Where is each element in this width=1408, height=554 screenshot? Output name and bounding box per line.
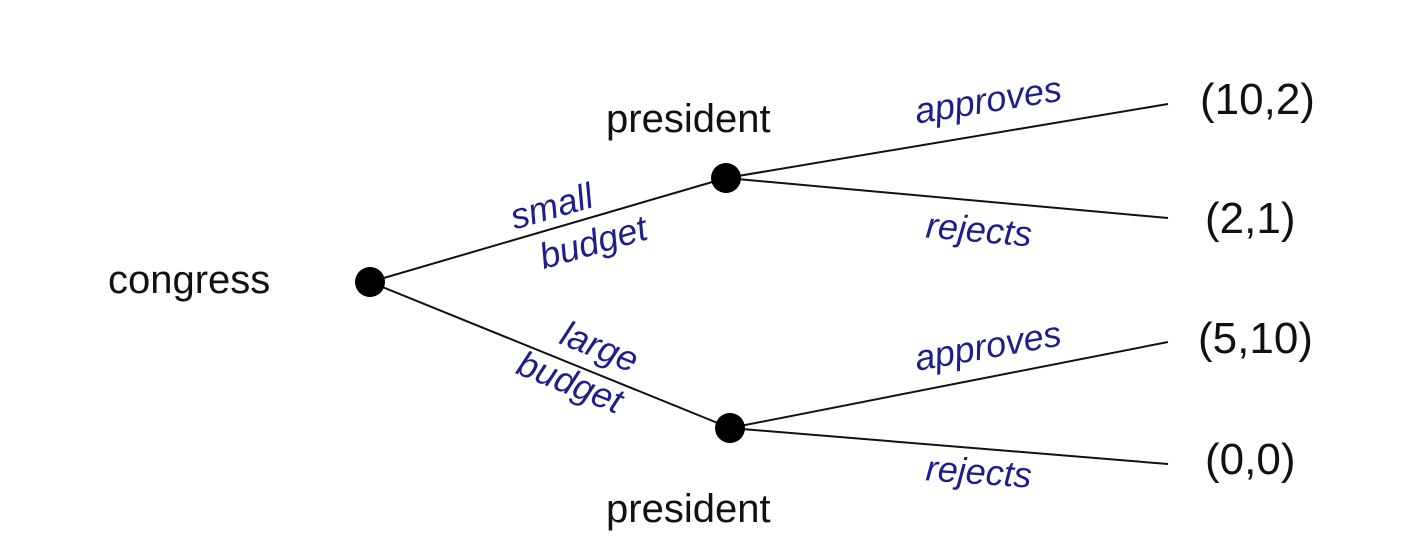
edge-large-budget	[369, 281, 731, 429]
root-node	[355, 267, 385, 297]
lower-node-label: president	[606, 487, 771, 531]
payoff-lower-approves: (5,10)	[1198, 314, 1313, 363]
upper-node-label: president	[606, 97, 771, 141]
edge-upper-rejects	[725, 177, 1169, 219]
edge-lower-approves	[729, 341, 1169, 429]
upper-approves-label: approves	[912, 68, 1065, 132]
lower-rejects-label: rejects	[925, 447, 1034, 495]
upper-president-node	[711, 163, 741, 193]
upper-rejects-label: rejects	[924, 205, 1033, 255]
payoff-upper-rejects: (2,1)	[1205, 194, 1295, 243]
payoff-lower-rejects: (0,0)	[1205, 435, 1295, 484]
edge-small-budget	[369, 177, 727, 283]
lower-approves-label: approves	[911, 313, 1064, 379]
edge-lower-rejects	[729, 427, 1169, 465]
edge-upper-approves	[725, 103, 1169, 179]
root-node-label: congress	[108, 258, 270, 302]
payoff-upper-approves: (10,2)	[1200, 75, 1315, 124]
lower-president-node	[715, 413, 745, 443]
